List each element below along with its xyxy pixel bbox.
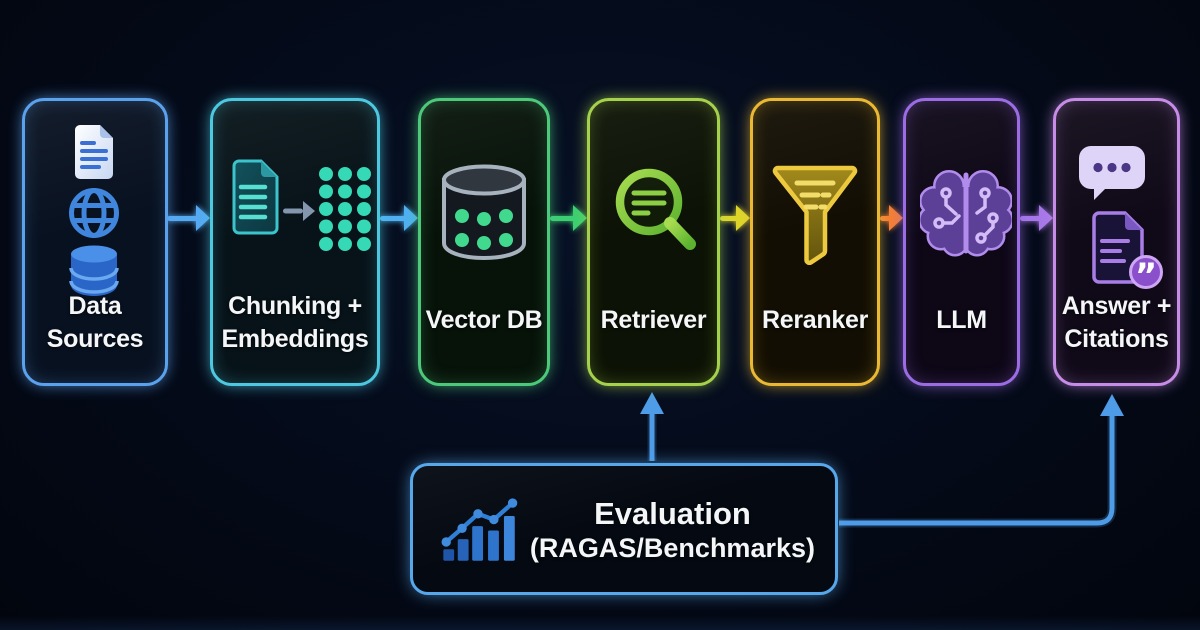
pipeline-arrow-3 (550, 205, 587, 231)
database-cylinder-icon (442, 164, 526, 261)
chat-bubble-icon (1079, 146, 1145, 200)
connector-eval-to-answer (839, 414, 1115, 526)
quote-glyph: ” (1135, 256, 1157, 291)
arrowhead-up-answer (1100, 394, 1124, 416)
pipeline-arrow-1 (167, 205, 210, 231)
magnifier-icon (615, 168, 696, 250)
stage-label: Answer + Citations (1061, 292, 1172, 353)
embedding-dots-icon (319, 167, 371, 251)
stage-label: Vector DB (425, 306, 543, 334)
stage-label: Chunking + Embeddings (221, 292, 369, 353)
bar-chart-trend-icon (441, 498, 518, 561)
stage-card-chunking-embeddings: Chunking + Embeddings (210, 98, 380, 386)
arrow-right-icon (283, 201, 315, 221)
pipeline-arrow-5 (880, 205, 903, 231)
stage-card-vector-db: Vector DB (418, 98, 550, 386)
cited-document-icon: ” (1092, 211, 1163, 291)
globe-icon (69, 188, 119, 238)
evaluation-title: Evaluation (594, 495, 751, 531)
pipeline-arrow-2 (380, 205, 418, 231)
evaluation-box: Evaluation (RAGAS/Benchmarks) (410, 463, 838, 595)
brain-icon (920, 170, 1012, 257)
evaluation-text: Evaluation (RAGAS/Benchmarks) (530, 495, 815, 564)
pipeline-arrow-6 (1020, 205, 1053, 231)
database-icon (69, 245, 119, 296)
stage-card-llm: LLM (903, 98, 1020, 386)
stage-card-reranker: Reranker (750, 98, 880, 386)
stage-label: Data Sources (46, 292, 144, 353)
funnel-icon (772, 165, 858, 265)
stage-card-retriever: Retriever (587, 98, 720, 386)
stage-label: Retriever (600, 306, 707, 334)
document-icon (232, 159, 279, 235)
evaluation-subtitle: (RAGAS/Benchmarks) (529, 532, 815, 563)
document-icon (75, 125, 113, 179)
arrowhead-up-retriever (640, 392, 664, 414)
stage-card-data-sources: Data Sources (22, 98, 168, 386)
stage-label: LLM (936, 306, 987, 334)
stage-card-answer-citations: ” Answer + Citations (1053, 98, 1180, 386)
stage-label: Reranker (762, 306, 868, 334)
pipeline-arrow-4 (720, 205, 750, 231)
